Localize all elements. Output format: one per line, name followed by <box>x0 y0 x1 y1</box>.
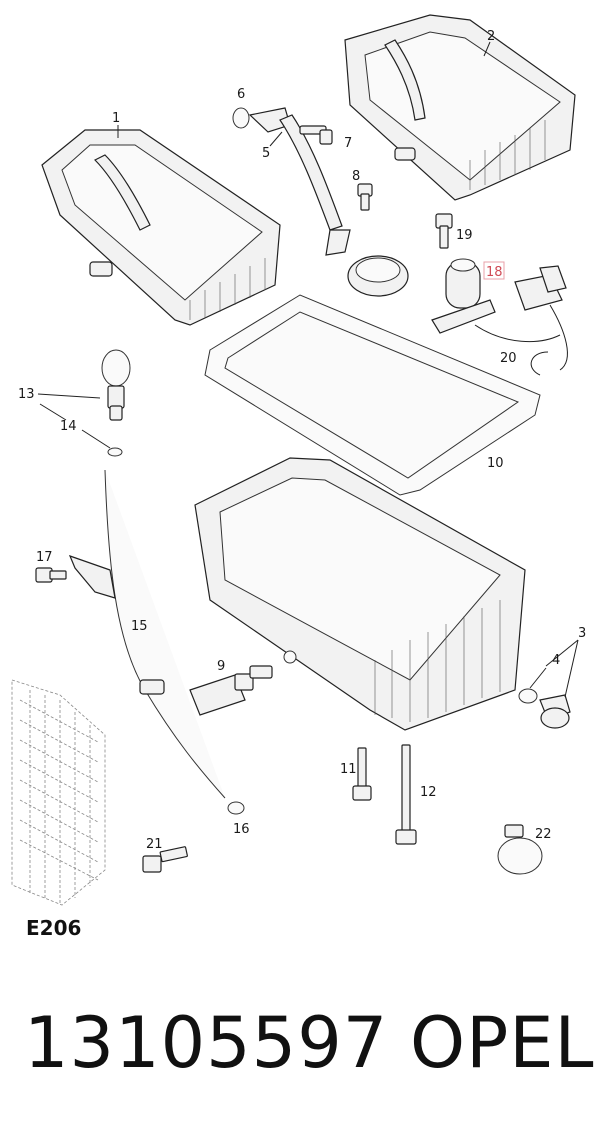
callout-13: 13 <box>18 387 35 402</box>
part-13-dipstick <box>101 349 131 421</box>
callout-18: 18 <box>486 265 503 280</box>
part-10-gasket <box>204 294 541 496</box>
callout-20: 20 <box>500 351 517 366</box>
callout-10: 10 <box>487 456 504 471</box>
callout-21: 21 <box>146 837 163 852</box>
callout-8: 8 <box>352 169 360 184</box>
callout-22: 22 <box>535 827 552 842</box>
part-12-long-bolt <box>395 744 417 845</box>
part-17-bolt <box>35 567 67 583</box>
part-16-o-ring <box>227 801 245 815</box>
callout-11: 11 <box>340 762 357 777</box>
ghosted-engine-block <box>11 679 106 906</box>
callout-4: 4 <box>552 653 560 668</box>
callout-2: 2 <box>487 29 495 44</box>
callout-15: 15 <box>131 619 148 634</box>
part-9-sensor <box>189 665 273 716</box>
part-1-oil-pan <box>41 129 281 326</box>
part-22-clamp <box>497 824 543 875</box>
part-5-oil-pickup-pipe <box>248 107 409 297</box>
part-2-oil-pan-upper <box>344 14 576 201</box>
callout-labels: 1 2 3 4 5 6 7 8 9 10 11 12 13 14 15 16 1… <box>18 29 586 852</box>
drawing-code: E206 <box>26 916 82 940</box>
callout-3: 3 <box>578 626 586 641</box>
callout-6: 6 <box>237 87 245 102</box>
part-19-bolt <box>435 213 453 249</box>
part-18-oil-level-sensor <box>431 258 568 371</box>
part-main-oil-pan <box>194 457 526 731</box>
callout-16: 16 <box>233 822 250 837</box>
callout-12: 12 <box>420 785 437 800</box>
part-21-bolt <box>142 846 188 873</box>
callout-14: 14 <box>60 419 77 434</box>
callout-17: 17 <box>36 550 53 565</box>
part-15-dipstick-tube <box>68 469 226 799</box>
callout-7: 7 <box>344 136 352 151</box>
part-14-seal <box>107 447 123 457</box>
callout-1: 1 <box>112 111 120 126</box>
callout-19: 19 <box>456 228 473 243</box>
part-11-bolt <box>352 747 372 801</box>
callout-5: 5 <box>262 146 270 161</box>
callout-9: 9 <box>217 659 225 674</box>
part-3-drain-plug <box>539 694 571 729</box>
part-number: 13105597 <box>24 1002 389 1084</box>
part-18-highlight-box <box>483 261 505 280</box>
part-7-bolt <box>299 125 333 145</box>
part-4-washer <box>518 688 538 704</box>
part-20-clip <box>530 351 549 376</box>
brand-name: OPEL <box>410 1002 595 1084</box>
leader-lines <box>37 41 579 698</box>
part-8-bolt <box>357 183 373 211</box>
part-6-o-ring <box>232 107 250 129</box>
